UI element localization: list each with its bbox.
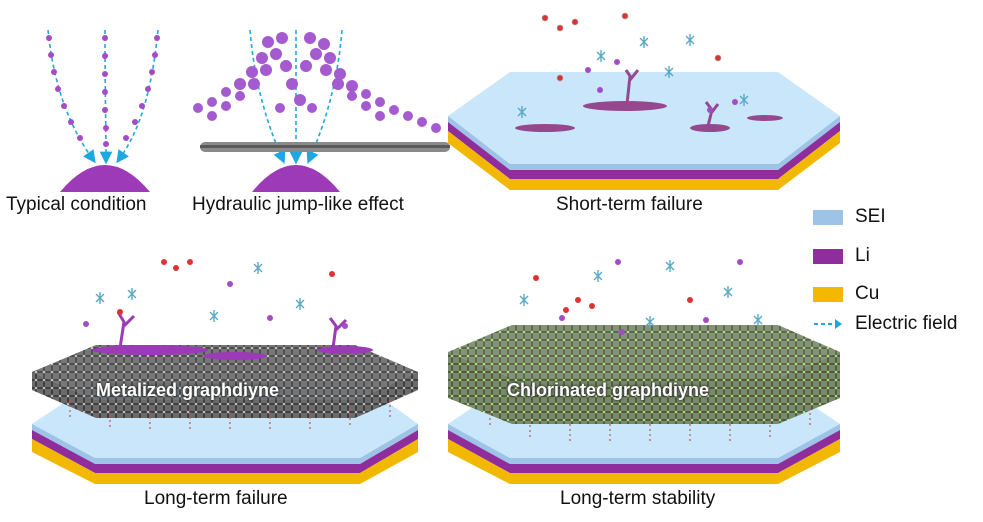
legend-label-sei: SEI <box>855 206 886 227</box>
legend-swatch-li <box>813 248 843 264</box>
electric-field-arrow-icon <box>814 319 842 329</box>
li-layer-edge <box>32 430 418 473</box>
li-deposits-on-top <box>92 311 373 360</box>
legend-label-cu: Cu <box>855 283 880 304</box>
anion-markers <box>95 262 305 322</box>
panel-long-term-failure <box>32 259 418 484</box>
graphdiyne-stack-chlorinated <box>448 325 840 442</box>
li-ion-cluster <box>193 32 441 133</box>
li-deposit-dome <box>60 165 150 192</box>
label-metalized-graphdiyne: Metalized graphdiyne <box>96 380 280 400</box>
panel-short-term-failure <box>448 12 840 190</box>
cu-layer-edge <box>448 439 840 484</box>
graphdiyne-stack-metalized <box>32 345 418 432</box>
caption-long-term-failure: Long-term failure <box>144 488 288 509</box>
electrolyte-molecules <box>541 12 722 82</box>
panel-hydraulic-jump <box>193 29 450 192</box>
legend-swatch-sei <box>813 209 843 225</box>
electric-field-lines <box>249 29 343 165</box>
legend-label-li: Li <box>855 245 870 266</box>
electrolyte-molecules <box>533 275 693 313</box>
legend-label-electric-field: Electric field <box>855 313 958 334</box>
legend-item-li: Li <box>813 243 870 269</box>
anion-markers <box>517 34 749 118</box>
caption-typical-condition: Typical condition <box>6 194 147 215</box>
cu-layer-edge <box>32 439 418 484</box>
panel-typical-condition <box>46 29 160 192</box>
li-ions <box>585 59 738 113</box>
caption-hydraulic-jump: Hydraulic jump-like effect <box>192 194 404 215</box>
label-chlorinated-graphdiyne: Chlorinated graphdiyne <box>507 380 710 400</box>
li-ion-chain <box>46 35 160 147</box>
dropped-li-dots <box>489 408 811 442</box>
caption-short-term-failure: Short-term failure <box>556 194 703 215</box>
li-ions <box>559 259 743 335</box>
electrolyte-molecules <box>117 259 335 315</box>
dropped-li-dots <box>69 400 391 432</box>
legend-item-electric-field: Electric field <box>813 311 957 337</box>
panel-long-term-stability <box>448 259 840 484</box>
legend-item-cu: Cu <box>813 281 879 307</box>
legend-swatch-cu <box>813 286 843 302</box>
li-layer-edge <box>448 430 840 473</box>
caption-long-term-stability: Long-term stability <box>560 488 716 509</box>
sei-top <box>448 72 840 164</box>
legend-item-sei: SEI <box>813 204 886 230</box>
li-ions <box>83 281 348 329</box>
graphdiyne-layer-edge <box>200 142 450 152</box>
anion-markers <box>519 260 763 328</box>
li-deposit-dome <box>252 165 340 192</box>
